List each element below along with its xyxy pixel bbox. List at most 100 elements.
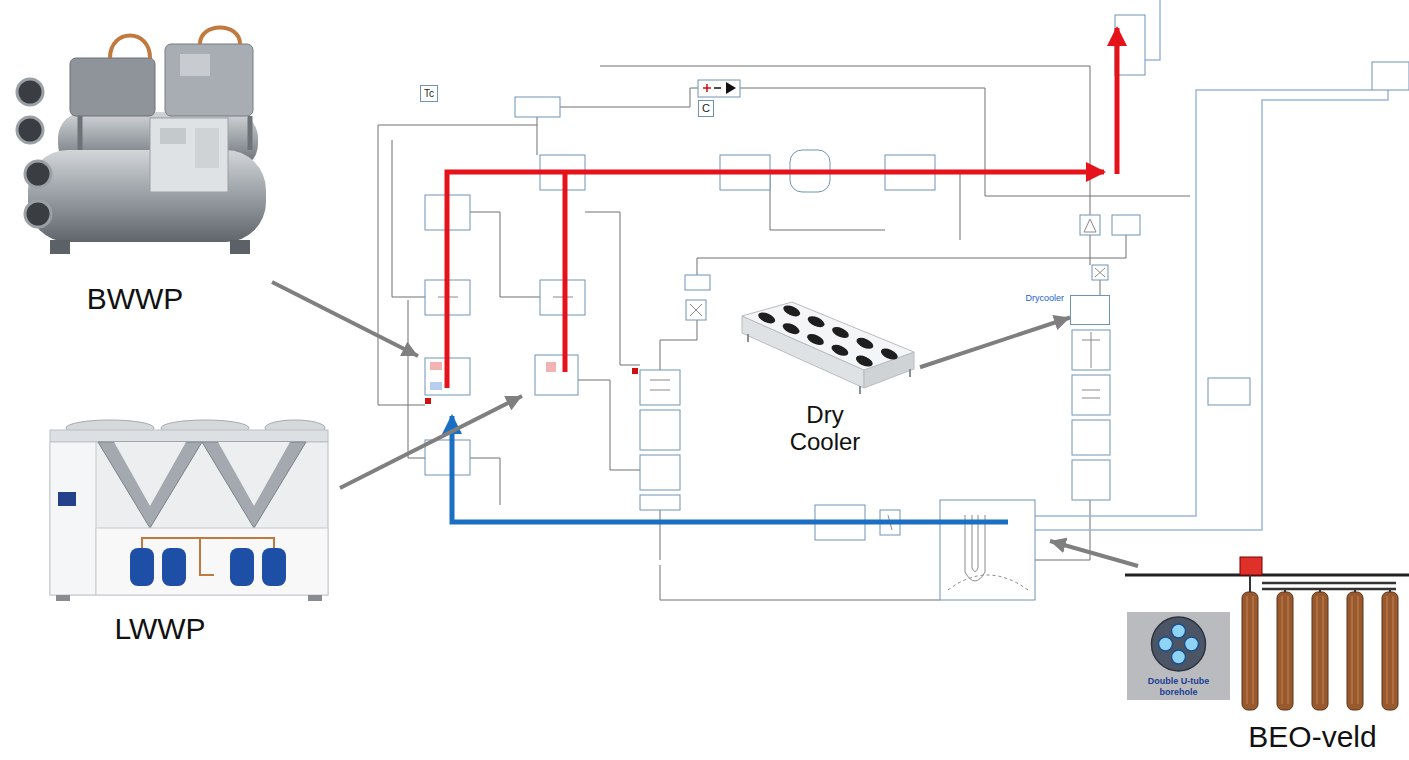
schematic-block	[1072, 460, 1110, 500]
leader-arrow	[272, 282, 1138, 566]
schematic-block	[686, 300, 706, 320]
schematic-block	[515, 97, 560, 117]
schematic-wire	[935, 172, 960, 240]
schematic-block	[640, 455, 680, 490]
supply-flow-line	[1115, 28, 1120, 174]
borefield-illustration	[1347, 592, 1363, 710]
dry-cooler-illustration	[781, 321, 801, 337]
borefield-illustration	[1382, 592, 1398, 710]
schematic-symbol	[703, 84, 711, 92]
water-heat-pump-illustration	[150, 118, 228, 192]
schematic-glyph	[948, 575, 1028, 590]
water-heat-pump-illustration	[50, 240, 70, 254]
dry-cooler-illustration	[830, 343, 850, 359]
schematic-wire	[578, 380, 640, 470]
dry-cooler-illustration	[742, 302, 914, 370]
u-tube-pipe	[1172, 650, 1186, 664]
schematic-symbol	[726, 82, 736, 94]
schematic-block	[640, 370, 680, 405]
schematic-block	[1208, 378, 1250, 405]
dry-cooler-illustration	[879, 346, 899, 362]
unit-caption: LWWP	[114, 612, 205, 647]
schematic-symbol	[714, 87, 721, 89]
schematic-block	[1372, 62, 1409, 90]
dry-cooler-illustration	[782, 303, 802, 319]
supply-flow-line	[563, 172, 568, 372]
air-heat-pump-illustration	[56, 595, 70, 601]
water-heat-pump-illustration	[17, 79, 43, 105]
water-heat-pump-illustration	[17, 117, 43, 143]
borefield-illustration	[1125, 574, 1409, 577]
borefield-illustration	[1247, 596, 1393, 704]
dry-cooler-illustration	[757, 310, 777, 326]
schematic-block	[940, 500, 1035, 600]
schematic-wire	[408, 300, 425, 458]
schematic-wire	[560, 88, 698, 107]
schematic-block	[698, 80, 740, 97]
water-heat-pump-illustration	[17, 28, 266, 255]
schematic-wire	[660, 320, 697, 370]
schematic-wire	[470, 458, 500, 505]
water-heat-pump-illustration	[25, 161, 51, 187]
leader-arrow	[920, 318, 1070, 368]
schematic-glyph	[1084, 219, 1096, 232]
borefield-illustration	[1250, 575, 1390, 592]
schematic-block	[535, 355, 578, 395]
water-heat-pump-illustration	[230, 240, 250, 254]
dry-cooler-illustration	[805, 332, 825, 348]
supply-flow-line	[447, 172, 1104, 388]
unit-caption: BWWP	[87, 282, 184, 317]
borefield-illustration	[1277, 592, 1293, 710]
schematic-symbol	[425, 398, 431, 404]
water-heat-pump-illustration	[165, 44, 253, 116]
schematic-glyph	[650, 380, 670, 390]
air-heat-pump-illustration	[218, 442, 290, 506]
schematic-glyph	[690, 304, 702, 316]
air-heat-pump-illustration	[308, 595, 322, 601]
borefield-unit: BEO-veld Double U-tube borehole	[1120, 556, 1409, 756]
air-heat-pump-illustration	[58, 492, 76, 506]
air-heat-pump-illustration	[114, 442, 186, 506]
air-heat-pump-illustration	[50, 442, 96, 595]
schematic-glyph	[1082, 390, 1100, 398]
schematic-pipe	[1035, 0, 1388, 530]
water-heat-pump-illustration	[25, 201, 51, 227]
borehole-circle	[1152, 617, 1206, 671]
dry-cooler-illustration	[748, 334, 910, 394]
water-heat-pump-illustration	[200, 28, 240, 45]
water-heat-pump-illustration	[28, 150, 266, 242]
air-heat-pump-illustration	[50, 430, 328, 442]
schematic-block	[640, 410, 680, 450]
schematic-wire	[378, 66, 1190, 600]
borefield-illustration	[1262, 583, 1396, 589]
air-heat-pump-illustration	[130, 548, 154, 586]
heat-pump-unit: BWWP	[10, 35, 260, 320]
schematic-glyph	[438, 219, 1105, 590]
return-flow-line	[452, 416, 1008, 522]
borefield-illustration	[1240, 557, 1262, 575]
air-heat-pump-illustration	[230, 548, 254, 586]
section-caption: Double U-tube borehole	[1131, 676, 1227, 697]
schematic-symbol	[430, 382, 442, 390]
schematic-symbol	[632, 368, 638, 374]
dry-cooler-illustration	[854, 353, 874, 369]
unit-caption: BEO-veld	[1248, 720, 1376, 755]
schematic-symbol	[546, 362, 556, 372]
u-tube-pipe	[1172, 624, 1186, 638]
leader-arrow	[1050, 541, 1138, 566]
schematic-glyph	[1082, 332, 1100, 368]
borehole-cross-section	[1127, 612, 1230, 674]
dry-cooler-illustration	[830, 325, 850, 341]
borefield-illustration	[1312, 592, 1328, 710]
schematic-block	[425, 440, 470, 475]
schematic-wire	[585, 212, 640, 365]
air-heat-pump-illustration	[142, 538, 274, 575]
air-heat-pump-illustration	[202, 442, 306, 528]
leader-arrow	[340, 396, 522, 488]
water-heat-pump-illustration	[70, 58, 155, 116]
borefield-illustration	[1125, 557, 1409, 710]
